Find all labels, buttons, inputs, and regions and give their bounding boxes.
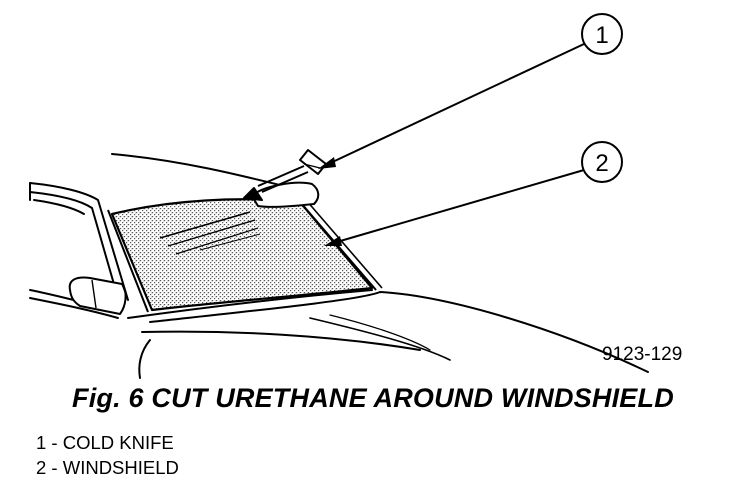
leader-line-1: [323, 43, 585, 167]
legend: 1 - COLD KNIFE 2 - WINDSHIELD: [36, 430, 179, 480]
callout-number-2: 2: [595, 150, 608, 177]
callout-number-1: 1: [595, 22, 608, 49]
legend-item-windshield: 2 - WINDSHIELD: [36, 457, 179, 478]
legend-item-cold-knife: 1 - COLD KNIFE: [36, 432, 174, 453]
callout-2: 2: [581, 141, 623, 183]
figure-caption: Fig. 6 CUT URETHANE AROUND WINDSHIELD: [72, 383, 674, 413]
leader-arrowhead-1: [318, 157, 336, 169]
leader-arrowhead-2: [324, 236, 342, 246]
car-body: [29, 153, 649, 379]
callout-1: 1: [581, 13, 623, 55]
windshield-glass: [107, 198, 383, 313]
leader-line-2: [329, 169, 585, 245]
figure-code: 9123-129: [602, 344, 682, 365]
side-mirror: [68, 276, 129, 315]
